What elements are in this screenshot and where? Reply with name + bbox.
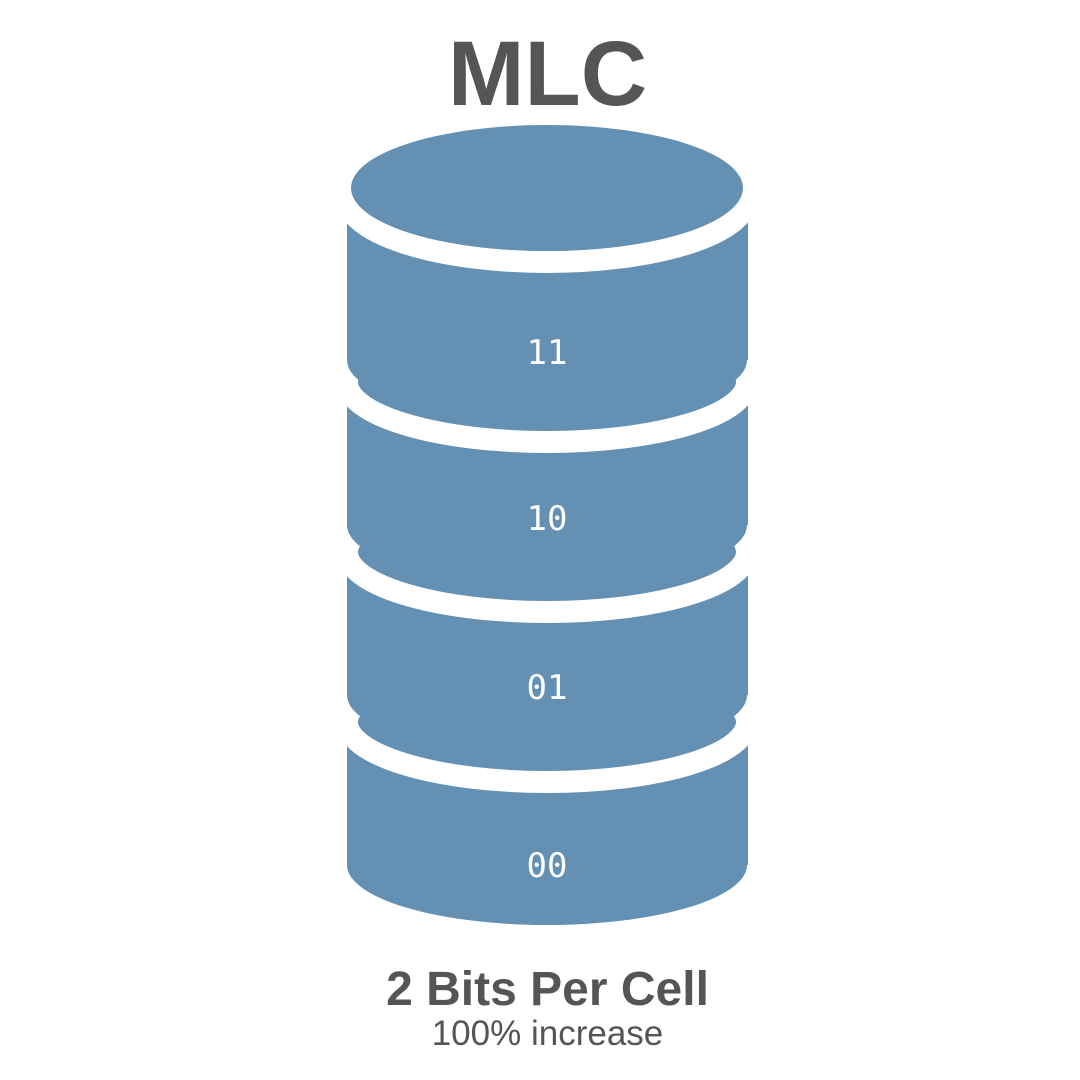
bits-per-cell-caption: 2 Bits Per Cell — [386, 963, 709, 1016]
cell-label: 11 — [527, 333, 568, 373]
cell-label: 00 — [527, 846, 568, 886]
cylinder-top-cap — [351, 125, 743, 251]
increase-caption: 100% increase — [431, 1014, 664, 1053]
cell-label: 01 — [527, 668, 568, 708]
cell-label: 10 — [527, 499, 568, 539]
diagram-title: MLC — [447, 23, 648, 125]
